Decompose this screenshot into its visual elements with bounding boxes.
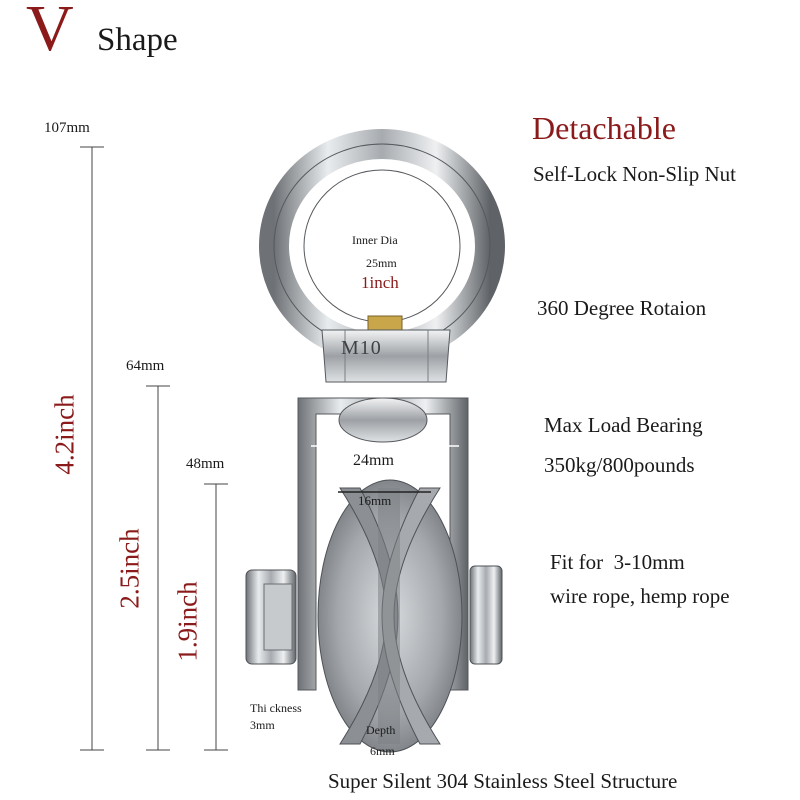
title-letter: V xyxy=(26,0,74,65)
title-word: Shape xyxy=(97,22,178,58)
total-height-mm: 107mm xyxy=(44,120,90,136)
v-groove-wheel xyxy=(317,479,463,753)
swivel-nut xyxy=(321,329,451,383)
feature-detachable: Detachable xyxy=(532,110,676,146)
depth-label: Depth xyxy=(366,723,396,737)
feature-rotation: 360 Degree Rotaion xyxy=(537,296,707,320)
nut-marking: M10 xyxy=(341,337,382,359)
wheel-height-inch: 1.9inch xyxy=(172,581,203,662)
inner-dia-label: Inner Dia xyxy=(352,233,398,247)
groove-width-label: 16mm xyxy=(358,493,392,508)
inner-dia-mm: 25mm xyxy=(366,256,397,270)
feature-load-value: 350kg/800pounds xyxy=(544,453,695,477)
total-height-inch: 4.2inch xyxy=(49,394,80,475)
feature-material: Super Silent 304 Stainless Steel Structu… xyxy=(328,769,678,793)
thickness-value: 3mm xyxy=(250,718,275,732)
inner-dia-inch: 1inch xyxy=(361,273,399,292)
axle-nut-right xyxy=(469,565,503,665)
feature-fit-line2: wire rope, hemp rope xyxy=(550,584,730,608)
axle-nut-left xyxy=(245,569,297,665)
depth-value: 6mm xyxy=(370,744,395,758)
dimension-lines xyxy=(80,146,459,751)
feature-self-lock: Self-Lock Non-Slip Nut xyxy=(533,162,736,186)
feature-load-title: Max Load Bearing xyxy=(544,413,703,437)
mid-height-mm: 64mm xyxy=(126,358,165,374)
thickness-label: Thi ckness xyxy=(250,701,302,715)
wheel-height-mm: 48mm xyxy=(186,456,225,472)
feature-fit-line1: Fit for 3-10mm xyxy=(550,550,685,574)
bracket-width-label: 24mm xyxy=(353,452,394,469)
mid-height-inch: 2.5inch xyxy=(114,528,145,609)
bracket-nut xyxy=(338,397,428,443)
